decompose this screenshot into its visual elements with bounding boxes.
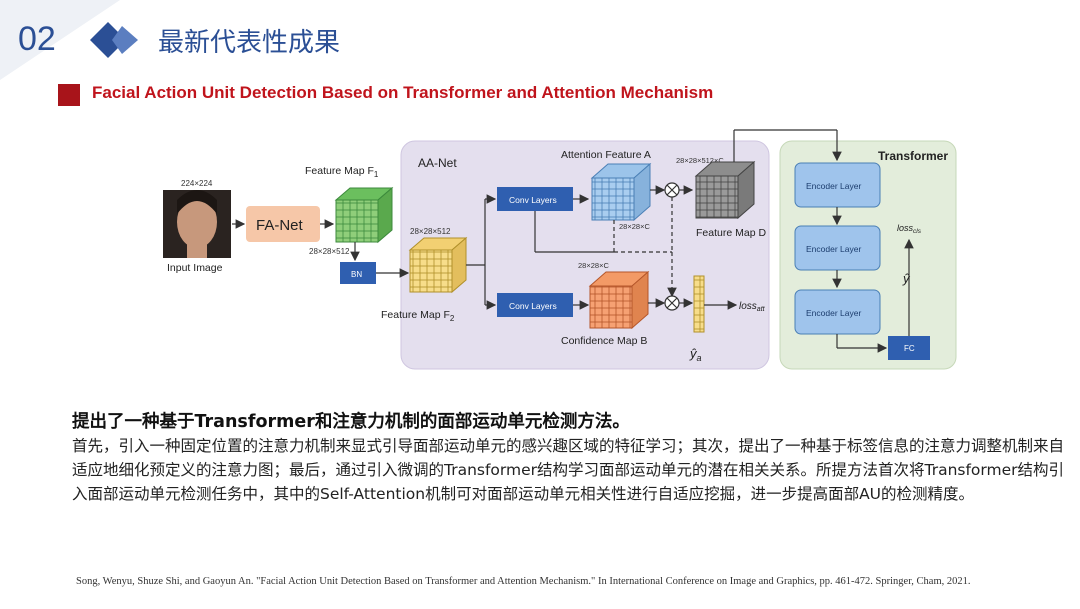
conv-layers-top-block [497, 187, 573, 211]
conv-layers-bottom-block [497, 293, 573, 317]
ya-label: ŷa [689, 346, 702, 363]
ya-vector [693, 275, 705, 333]
confidence-map-label: Confidence Map B [561, 335, 647, 347]
encoder-layer-2-label: Encoder Layer [806, 244, 861, 254]
attention-feature-label: Attention Feature A [561, 149, 651, 161]
summary-body: 首先，引入一种固定位置的注意力机制来显式引导面部运动单元的感兴趣区域的特征学习；… [72, 437, 1065, 503]
section-number: 02 [18, 20, 56, 58]
conv-layers-bottom-label: Conv Layers [509, 301, 557, 311]
fanet-block [246, 206, 320, 242]
confidence-map-cube [588, 270, 650, 330]
input-image-label: Input Image [167, 262, 223, 274]
attention-feature-cube [590, 162, 652, 222]
feature-map-d-cube [694, 160, 756, 220]
f2-size-label: 28×28×512 [410, 227, 451, 236]
attention-size-label: 28×28×C [619, 222, 650, 231]
feature-d-size-label: 28×28×512×C [676, 156, 724, 165]
aanet-label: AA-Net [418, 156, 457, 170]
bn-label: BN [351, 270, 362, 279]
paper-title: Facial Action Unit Detection Based on Tr… [92, 83, 714, 102]
conv-layers-top-label: Conv Layers [509, 195, 557, 205]
loss-att-label: lossatt [739, 301, 766, 313]
bn-block [340, 262, 376, 284]
multiply-top-icon [664, 182, 680, 198]
diamond-logo-icon [90, 22, 138, 58]
citation-reference: Song, Wenyu, Shuze Shi, and Gaoyun An. "… [76, 576, 971, 587]
input-face-image [163, 190, 231, 258]
input-size-label: 224×224 [181, 179, 213, 188]
bullet-square [58, 84, 80, 106]
summary-headline: 提出了一种基于Transformer和注意力机制的面部运动单元检测方法。 [72, 412, 630, 432]
feature-map-d-label: Feature Map D [696, 227, 766, 239]
feature-map-f2-cube [408, 236, 468, 294]
encoder-layer-3-label: Encoder Layer [806, 308, 861, 318]
feature-map-f1-cube [334, 186, 394, 244]
fc-label: FC [904, 344, 915, 353]
architecture-diagram: AA-Net Transformer 224×224 Input Image F… [163, 129, 957, 370]
feature-map-f2-label: Feature Map F2 [381, 309, 455, 323]
confidence-size-label: 28×28×C [578, 261, 609, 270]
encoder-layer-1-label: Encoder Layer [806, 181, 861, 191]
transformer-label: Transformer [878, 149, 948, 163]
loss-cls-label: losscls [897, 223, 922, 235]
page-title: 最新代表性成果 [158, 28, 341, 58]
feature-map-f1-label: Feature Map F1 [305, 165, 379, 179]
fanet-label: FA-Net [256, 217, 304, 234]
f1-size-label: 28×28×512 [309, 247, 350, 256]
multiply-bottom-icon [664, 295, 680, 311]
fc-block [888, 336, 930, 360]
y-hat-label: ŷ [902, 271, 911, 286]
corner-decoration [0, 0, 120, 80]
